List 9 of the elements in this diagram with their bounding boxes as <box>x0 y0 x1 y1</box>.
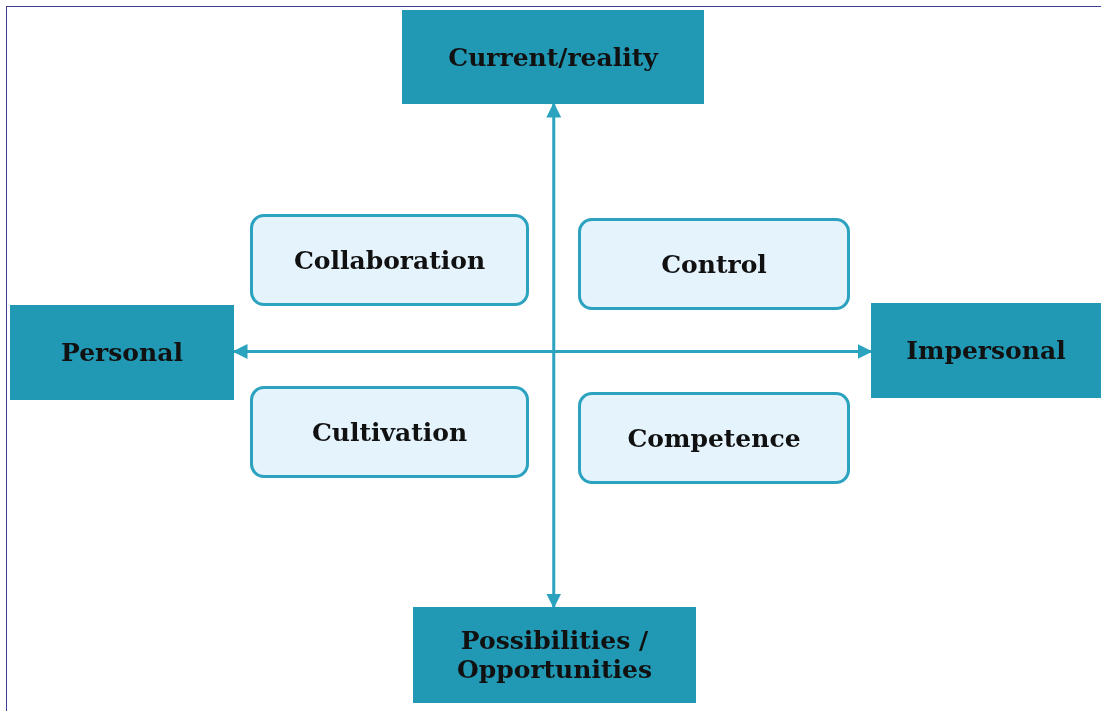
axis-label-box: Current/reality <box>402 10 704 104</box>
axis-label-box: Impersonal <box>871 303 1101 398</box>
double-headed-arrow <box>546 102 562 609</box>
axis-label-box: Personal <box>10 305 234 400</box>
quadrant-box: Control <box>578 218 850 310</box>
quadrant-box: Competence <box>578 392 850 484</box>
quadrant-box: Cultivation <box>250 386 529 478</box>
quadrant-box: Collaboration <box>250 214 529 306</box>
axis-label-box: Possibilities / Opportunities <box>413 607 696 703</box>
